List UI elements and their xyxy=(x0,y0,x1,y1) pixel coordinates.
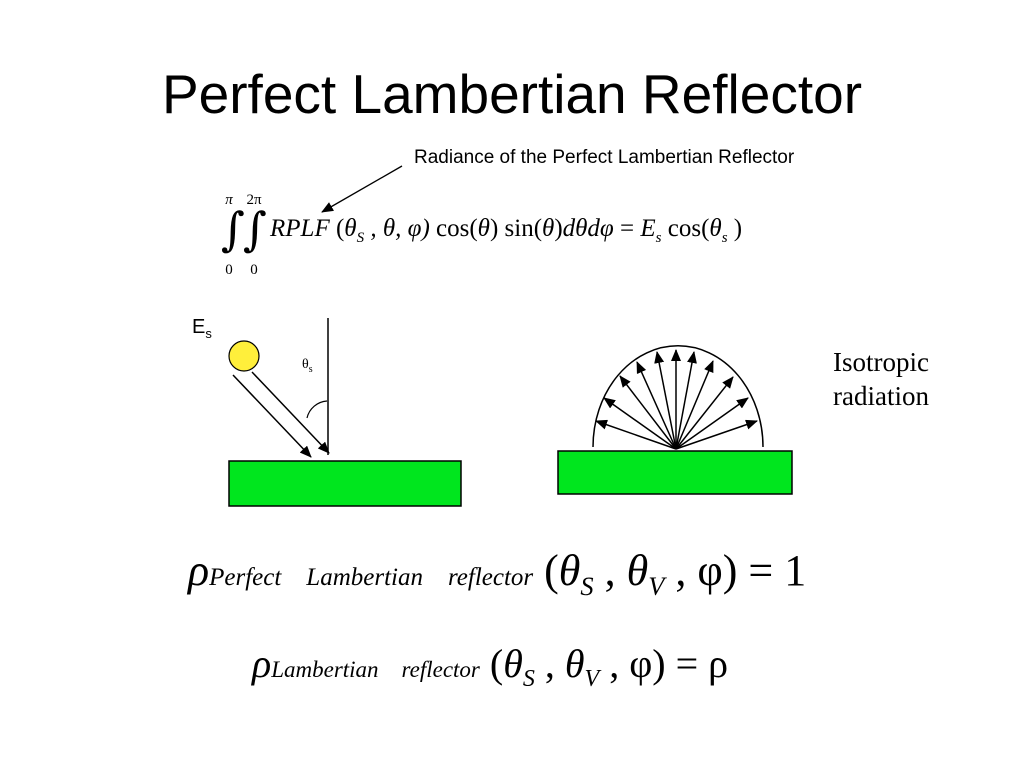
eq3-open: ( xyxy=(479,641,504,686)
eq3-theta-s: θ xyxy=(503,641,523,686)
eq1-theta4: θ xyxy=(709,215,722,242)
eq3-sub-V: V xyxy=(584,666,600,692)
hemisphere-arc xyxy=(592,345,764,448)
eq2-subscript: Perfect Lambertian reflector xyxy=(209,564,534,591)
eq3-rho: ρ xyxy=(252,641,272,686)
angle-arc xyxy=(306,400,328,419)
integral-sign-2: ∫ xyxy=(243,202,267,256)
es-main: E xyxy=(192,316,206,338)
sun-icon xyxy=(228,340,260,372)
radiation-arrow-4 xyxy=(636,361,677,450)
eq3-comma: , xyxy=(534,641,565,686)
eq2-comma: , xyxy=(593,546,627,595)
eq3-subscript: Lambertian reflector xyxy=(271,657,480,682)
eq1-theta3: θ xyxy=(542,215,555,242)
theta-main: θ xyxy=(302,357,309,372)
eq1-func: RPLF xyxy=(270,215,330,242)
eq1-equals: = xyxy=(613,215,641,242)
incident-ray-2 xyxy=(232,374,312,458)
radiation-arrow-1 xyxy=(595,419,677,450)
eq2-theta-v: θ xyxy=(626,546,649,595)
integral-2-upper: 2π xyxy=(246,192,262,208)
radiation-arrow-2 xyxy=(603,397,677,450)
eq1-close2: ) xyxy=(554,215,563,242)
radiation-arrow-7 xyxy=(675,351,697,450)
eq1-sin: sin( xyxy=(498,215,543,242)
eq1-args: , θ, φ) xyxy=(364,215,430,242)
eq1-sub-s: S xyxy=(356,230,365,246)
eq2-rest: , φ) = 1 xyxy=(664,546,807,595)
eq1-sub-s3: s xyxy=(721,230,728,246)
annotation-label: Radiance of the Perfect Lambertian Refle… xyxy=(414,147,795,168)
left-reflector-surface xyxy=(228,460,462,507)
integral-sign-1: ∫ xyxy=(221,202,245,256)
integral-2-lower: 0 xyxy=(250,262,258,278)
lambertian-equation: ρLambertian reflector (θS , θV , φ) = ρ xyxy=(252,640,728,693)
integral-1-upper: π xyxy=(225,192,233,208)
eq2-open: ( xyxy=(533,546,559,595)
eq1-theta2: θ xyxy=(477,215,490,242)
incident-ray-1 xyxy=(251,371,330,454)
eq2-sub-V: V xyxy=(648,570,665,601)
eq2-rho: ρ xyxy=(188,546,210,595)
isotropic-line-2: radiation xyxy=(833,381,929,411)
isotropic-line-1: Isotropic xyxy=(833,347,929,377)
es-sub: s xyxy=(205,326,212,341)
radiation-arrow-8 xyxy=(675,360,714,450)
radiation-arrow-3 xyxy=(619,375,677,450)
eq1-close3: ) xyxy=(727,215,743,242)
eq2-theta-s: θ xyxy=(558,546,581,595)
eq1-open: ( xyxy=(329,215,345,242)
perfect-lambertian-equation: ρPerfect Lambertian reflector (θS , θV ,… xyxy=(188,545,806,602)
eq3-theta-v: θ xyxy=(564,641,585,686)
radiation-arrow-10 xyxy=(675,397,749,450)
eq1-theta: θ xyxy=(344,215,357,242)
eq3-sub-S: S xyxy=(522,666,535,692)
eq1-E: E xyxy=(640,215,656,242)
eq1-cos: cos( xyxy=(429,215,478,242)
solar-angle-label: θs xyxy=(302,357,313,375)
eq1-sub-s2: s xyxy=(655,230,662,246)
radiation-arrow-11 xyxy=(675,419,758,450)
slide-title: Perfect Lambertian Reflector xyxy=(161,63,863,125)
eq2-sub-S: S xyxy=(580,570,594,601)
annotation-pointer-arrow xyxy=(321,165,403,213)
sun-irradiance-label: Es xyxy=(192,316,212,341)
isotropic-radiation-label: Isotropic radiation xyxy=(806,345,956,413)
radiation-arrow-5 xyxy=(654,351,677,450)
eq3-rest: , φ) = ρ xyxy=(599,641,729,686)
integral-1-lower: 0 xyxy=(225,262,233,278)
eq1-diff: dθdφ xyxy=(562,215,614,242)
radiance-equation: RPLF (θS , θ, φ) cos(θ) sin(θ)dθdφ = Es … xyxy=(270,215,742,247)
eq1-cos2: cos( xyxy=(661,215,710,242)
eq1-close1: ) xyxy=(489,215,499,242)
right-reflector-surface xyxy=(557,450,793,495)
radiation-arrow-9 xyxy=(675,376,734,450)
theta-sub: s xyxy=(308,363,313,375)
